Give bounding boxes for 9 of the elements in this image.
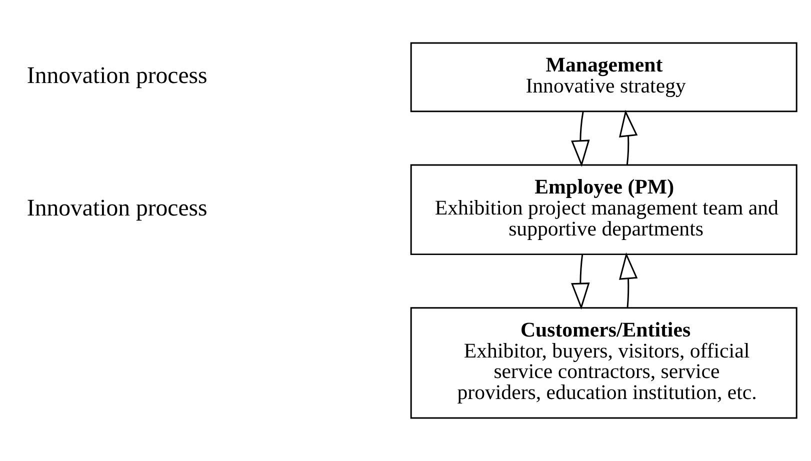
node-box: Employee (PM) Exhibition project management team and supportive departments bbox=[410, 164, 798, 256]
arrow bbox=[571, 112, 590, 167]
label: Innovation process bbox=[26, 195, 208, 222]
label: Innovation process bbox=[26, 62, 208, 89]
arrow bbox=[571, 254, 590, 310]
node-box: Management Innovative strategy bbox=[410, 42, 798, 112]
arrow bbox=[618, 110, 638, 165]
node-box: Customers/Entities Exhibitor, buyers, visitors, official service contractors, service providers, education institution, etc. bbox=[410, 307, 798, 419]
arrow bbox=[618, 252, 638, 308]
